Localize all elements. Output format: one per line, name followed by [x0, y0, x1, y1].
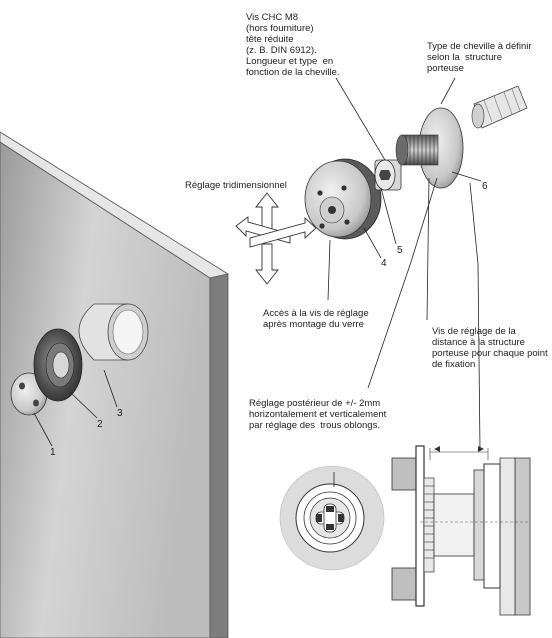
tridimensional-arrows: [235, 192, 317, 285]
callout-3: 3: [117, 408, 123, 419]
section-detail: [391, 445, 531, 616]
callout-4: 4: [381, 258, 387, 269]
wall-anchor: [471, 85, 528, 129]
callout-1: 1: [50, 447, 56, 458]
glass-panel: [0, 131, 230, 638]
anchor-note-label: Type de cheville à définir selon la stru…: [427, 41, 532, 74]
part-4-adjustment-disc: [304, 158, 382, 240]
part-2-ring: [33, 328, 83, 402]
callout-6: 6: [482, 181, 488, 192]
tridimensional-label: Réglage tridimensionnel: [185, 180, 287, 191]
leader-lines: [33, 77, 482, 487]
callout-5: 5: [397, 245, 403, 256]
callout-2: 2: [97, 419, 103, 430]
part-6-bushing: [395, 107, 464, 189]
rear-adjust-detail: [279, 465, 385, 571]
part-5-screw: [374, 159, 402, 191]
distance-note-label: Vis de réglage de la distance à la struc…: [432, 326, 548, 370]
access-note-label: Accès à la vis de réglage après montage …: [263, 308, 369, 330]
part-3-sleeve: [78, 303, 149, 361]
screw-note-label: Vis CHC M8 (hors fourniture) tête réduit…: [246, 12, 340, 78]
rear-adjust-label: Réglage postérieur de +/- 2mm horizontal…: [249, 398, 387, 431]
